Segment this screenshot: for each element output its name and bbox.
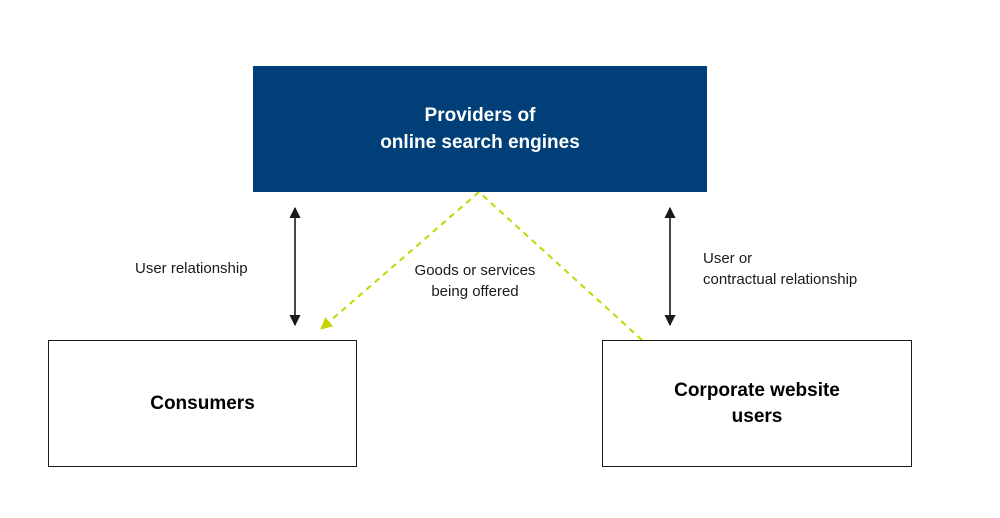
offer-arrow-to-consumers bbox=[320, 191, 480, 330]
contractual-relationship-label: User or contractual relationship bbox=[703, 248, 857, 290]
user-relationship-label: User relationship bbox=[135, 260, 248, 277]
goods-services-label-line1: Goods or services bbox=[414, 262, 536, 279]
contractual-relationship-label-line2: contractual relationship bbox=[703, 271, 858, 288]
providers-label-line1: Providers of bbox=[424, 105, 536, 126]
consumers-box: Consumers bbox=[48, 340, 357, 467]
corporate-users-label-line2: users bbox=[731, 405, 783, 427]
offer-line-from-corporate-users bbox=[478, 191, 643, 341]
providers-label-line2: online search engines bbox=[380, 132, 580, 153]
corporate-users-label: Corporate website users bbox=[674, 378, 840, 430]
corporate-users-label-line1: Corporate website bbox=[674, 379, 840, 401]
goods-services-label-line2: being offered bbox=[431, 283, 519, 300]
contractual-relationship-label-line1: User or bbox=[703, 250, 753, 267]
goods-services-label: Goods or services being offered bbox=[400, 260, 550, 302]
providers-label: Providers of online search engines bbox=[380, 102, 580, 156]
consumers-label: Consumers bbox=[150, 392, 255, 414]
providers-box: Providers of online search engines bbox=[253, 66, 707, 192]
corporate-users-box: Corporate website users bbox=[602, 340, 912, 467]
